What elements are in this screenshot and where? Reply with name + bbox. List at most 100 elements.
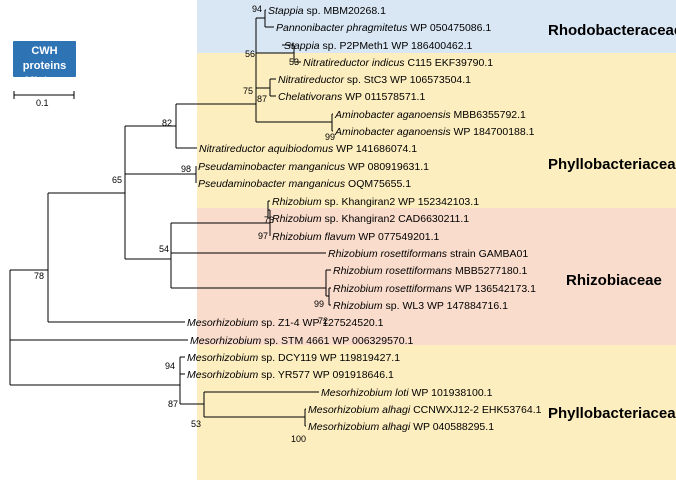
leaf-genus: Rhizobium <box>272 213 322 225</box>
leaf-accession: sp. Khangiran2 WP 152342103.1 <box>322 196 480 208</box>
leaf-label: Nitratireductor sp. StC3 WP 106573504.1 <box>278 74 471 86</box>
leaf-accession: WP 136542173.1 <box>452 283 536 295</box>
leaf-genus: Pseudaminobacter <box>198 178 286 190</box>
leaf-genus: Aminobacter <box>334 109 394 121</box>
leaf-genus: Stappia <box>284 40 320 52</box>
leaf-genus: Pseudaminobacter <box>198 161 286 173</box>
leaf-accession: WP 080919631.1 <box>345 161 429 173</box>
leaf-species: rosettiformans <box>386 283 453 295</box>
rhodobacteraceae-band <box>197 0 676 53</box>
leaf-genus: Rhizobium <box>333 283 383 295</box>
bootstrap-value: 53 <box>289 57 299 67</box>
leaf-label: Rhizobium sp. Khangiran2 WP 152342103.1 <box>272 196 479 208</box>
leaf-accession: sp. Z1-4 WP 127524520.1 <box>258 317 383 329</box>
leaf-genus: Mesorhizobium <box>187 369 258 381</box>
leaf-accession: sp. StC3 WP 106573504.1 <box>344 74 471 86</box>
leaf-label: Stappia sp. P2PMeth1 WP 186400462.1 <box>284 40 473 52</box>
bootstrap-value: 76 <box>264 215 274 225</box>
leaf-label: Rhizobium rosettiformans WP 136542173.1 <box>333 283 536 295</box>
leaf-accession: sp. DCY119 WP 119819427.1 <box>258 352 400 364</box>
leaf-label: Nitratireductor indicus C115 EKF39790.1 <box>303 57 493 69</box>
bootstrap-value: 94 <box>252 4 262 14</box>
phyllobacteriaceae-band-lower <box>197 345 676 480</box>
leaf-accession: MBB5277180.1 <box>452 265 527 277</box>
leaf-species: manganicus <box>288 178 345 190</box>
leaf-label: Pannonibacter phragmitetus WP 050475086.… <box>276 22 491 34</box>
leaf-label: Rhizobium rosettiformans MBB5277180.1 <box>333 265 528 277</box>
bootstrap-value: 82 <box>162 118 172 128</box>
leaf-label: Pseudaminobacter manganicus WP 080919631… <box>198 161 429 173</box>
family-label-rhodobacteraceae: Rhodobacteraceae <box>548 22 676 39</box>
leaf-genus: Pannonibacter <box>276 22 344 34</box>
leaf-accession: MBB6355792.1 <box>451 109 526 121</box>
leaf-species: aganoensis <box>397 126 451 138</box>
leaf-label: Mesorhizobium alhagi CCNWXJ12-2 EHK53764… <box>308 404 542 416</box>
leaf-label: Mesorhizobium sp. STM 4661 WP 006329570.… <box>190 335 414 347</box>
leaf-label: Rhizobium sp. Khangiran2 CAD6630211.1 <box>272 213 469 225</box>
bootstrap-value: 78 <box>34 271 44 281</box>
leaf-label: Chelativorans WP 011578571.1 <box>278 91 425 103</box>
leaf-genus: Mesorhizobium <box>190 335 261 347</box>
leaf-label: Stappia sp. MBM20268.1 <box>268 5 386 17</box>
leaf-genus: Mesorhizobium <box>187 352 258 364</box>
bootstrap-value: 87 <box>257 94 267 104</box>
bootstrap-value: 72 <box>318 316 328 326</box>
leaf-label: Mesorhizobium sp. DCY119 WP 119819427.1 <box>187 352 400 364</box>
leaf-genus: Nitratireductor <box>278 74 344 86</box>
leaf-genus: Chelativorans <box>278 91 343 103</box>
leaf-label: Mesorhizobium loti WP 101938100.1 <box>321 387 493 399</box>
tree-branches <box>9 9 333 427</box>
leaf-species: flavum <box>325 231 356 243</box>
leaf-genus: Rhizobium <box>333 265 383 277</box>
scale-bar-label: 0.1 <box>36 98 49 108</box>
phyllobacteriaceae-band-upper <box>197 53 676 208</box>
leaf-label: Mesorhizobium sp. YR577 WP 091918646.1 <box>187 369 394 381</box>
leaf-accession: WP 141686074.1 <box>333 143 417 155</box>
bootstrap-value: 99 <box>325 132 335 142</box>
leaf-label: Aminobacter aganoensis MBB6355792.1 <box>334 109 526 121</box>
bootstrap-value: 97 <box>258 231 268 241</box>
leaf-genus: Stappia <box>268 5 304 17</box>
tree-title-line2: ML tree <box>25 75 64 87</box>
leaf-accession: WP 184700188.1 <box>451 126 535 138</box>
leaf-species: alhagi <box>382 421 411 433</box>
family-label-rhizobiaceae: Rhizobiaceae <box>566 272 662 289</box>
leaf-species: alhagi <box>382 404 411 416</box>
leaf-genus: Mesorhizobium <box>321 387 392 399</box>
leaf-label: Rhizobium sp. WL3 WP 147884716.1 <box>333 300 508 312</box>
leaf-species: aganoensis <box>397 109 451 121</box>
leaf-genus: Nitratireductor <box>303 57 369 69</box>
leaf-accession: sp. YR577 WP 091918646.1 <box>258 369 394 381</box>
leaf-genus: Mesorhizobium <box>308 421 379 433</box>
leaf-genus: Rhizobium <box>333 300 383 312</box>
bootstrap-value: 65 <box>112 175 122 185</box>
leaf-species: phragmitetus <box>346 22 408 34</box>
leaf-accession: WP 050475086.1 <box>407 22 491 34</box>
leaf-accession: WP 040588295.1 <box>410 421 494 433</box>
leaf-label: Pseudaminobacter manganicus OQM75655.1 <box>198 178 411 190</box>
leaf-accession: OQM75655.1 <box>345 178 411 190</box>
bootstrap-value: 54 <box>159 244 169 254</box>
leaf-accession: sp. STM 4661 WP 006329570.1 <box>261 335 413 347</box>
leaf-genus: Nitratireductor <box>199 143 265 155</box>
leaf-genus: Rhizobium <box>328 248 378 260</box>
bootstrap-value: 94 <box>165 361 175 371</box>
leaf-accession: WP 077549201.1 <box>355 231 439 243</box>
leaf-species: manganicus <box>288 161 345 173</box>
tree-title-line1: CWH proteins <box>22 45 67 72</box>
leaf-accession: strain GAMBA01 <box>447 248 528 260</box>
leaf-accession: sp. WL3 WP 147884716.1 <box>383 300 508 312</box>
leaf-accession: sp. P2PMeth1 WP 186400462.1 <box>320 40 473 52</box>
leaf-genus: Mesorhizobium <box>308 404 379 416</box>
leaf-accession: sp. Khangiran2 CAD6630211.1 <box>322 213 470 225</box>
bootstrap-value: 100 <box>291 434 306 444</box>
leaf-accession: WP 101938100.1 <box>409 387 493 399</box>
leaf-genus: Aminobacter <box>334 126 394 138</box>
family-label-phyllobacteriaceae-upper: Phyllobacteriaceae <box>548 156 676 173</box>
leaf-label: Mesorhizobium alhagi WP 040588295.1 <box>308 421 494 433</box>
family-label-phyllobacteriaceae-lower: Phyllobacteriaceae <box>548 405 676 422</box>
leaf-species: aquibiodomus <box>268 143 334 155</box>
